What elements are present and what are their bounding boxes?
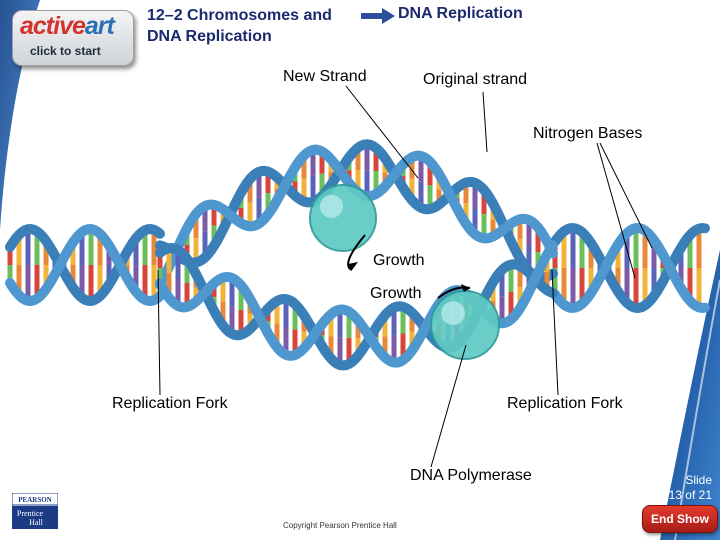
label-growth-bottom: Growth <box>370 285 422 302</box>
growth-arrow-bottom-head <box>461 284 470 292</box>
slide-count: 13 of 21 <box>668 488 712 502</box>
slide-number: Slide 13 of 21 <box>652 473 712 503</box>
leader-nitrogen-bases-2 <box>599 142 653 249</box>
title-line-2: DNA Replication <box>147 28 272 45</box>
page-title: 12–2 Chromosomes and DNA Replication <box>147 5 332 47</box>
leader-new-strand <box>345 85 419 179</box>
label-nitrogen-bases: Nitrogen Bases <box>533 125 643 142</box>
svg-text:Hall: Hall <box>29 518 44 527</box>
label-growth-top: Growth <box>373 252 425 269</box>
section-title: DNA Replication <box>398 5 523 22</box>
bottom-daughter-duplex-backbone-back <box>155 242 558 371</box>
svg-text:PEARSON: PEARSON <box>18 496 51 504</box>
active-art-logo: activeart <box>20 12 115 40</box>
right-duplex-backbone-front <box>550 223 710 314</box>
title-line-1: 12–2 Chromosomes and <box>147 7 332 24</box>
leader-original-strand <box>482 91 488 153</box>
growth-arrow-top <box>347 234 366 271</box>
label-new-strand: New Strand <box>283 68 367 85</box>
left-duplex-backbone-front <box>5 223 165 307</box>
label-dna-polymerase: DNA Polymerase <box>410 467 532 484</box>
end-show-button[interactable]: End Show <box>642 505 718 533</box>
active-art-button[interactable] <box>12 10 134 66</box>
right-arrow-icon <box>361 8 395 24</box>
leader-nitrogen-bases-1 <box>596 142 636 279</box>
dna-polymerase-top-highlight <box>319 194 344 218</box>
copyright-text: Copyright Pearson Prentice Hall <box>283 521 397 530</box>
label-replication-fork-right: Replication Fork <box>507 395 623 412</box>
slide-label: Slide <box>685 473 712 487</box>
dna-polymerase-top <box>309 184 377 252</box>
svg-text:Prentice: Prentice <box>17 509 44 518</box>
label-original-strand: Original strand <box>423 71 528 88</box>
left-duplex-backbone-back <box>5 223 165 307</box>
dna-polymerase-bottom-highlight <box>441 301 465 325</box>
growth-arrow-top-head <box>348 262 358 270</box>
leader-replication-fork-right <box>551 269 559 396</box>
click-to-start-label: click to start <box>30 44 101 58</box>
top-daughter-duplex-backbone-back <box>155 139 558 283</box>
label-replication-fork-left: Replication Fork <box>112 395 228 412</box>
right-duplex-backbone-back <box>550 222 710 313</box>
leader-dna-polymerase <box>430 344 467 468</box>
pearson-prentice-hall-logo: PEARSON Prentice Hall <box>12 493 58 529</box>
leader-replication-fork-left <box>157 269 161 396</box>
